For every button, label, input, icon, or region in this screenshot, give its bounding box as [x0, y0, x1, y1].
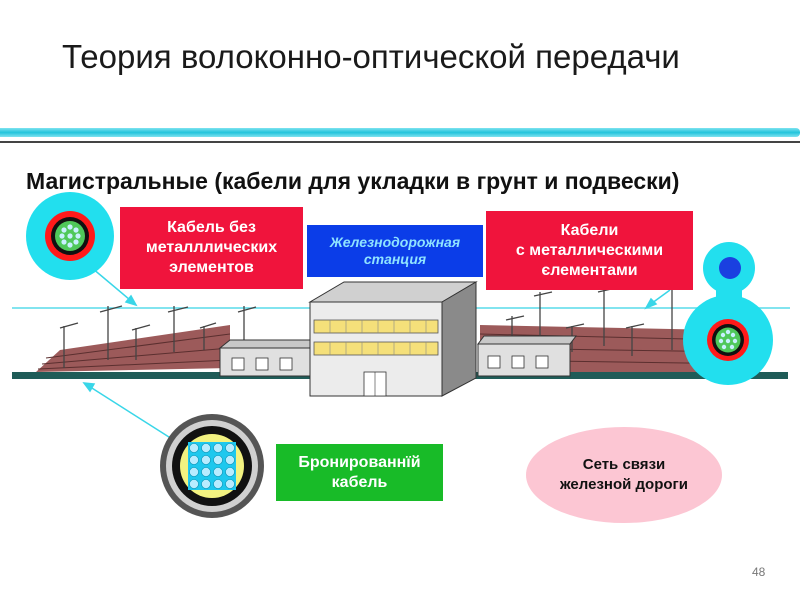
- label-line: Кабель без: [167, 219, 256, 236]
- label-line: Сеть связи: [582, 455, 666, 473]
- label-line: станция: [363, 251, 427, 267]
- label-armored-cable: Бронированнїй кабель: [276, 444, 443, 501]
- page-number: 48: [752, 565, 766, 579]
- station-building: [308, 281, 478, 397]
- label-line: элементов: [169, 259, 254, 276]
- label-line: Железнодорожная: [329, 233, 461, 250]
- label-cable-no-metal: Кабель без металллических элементов: [120, 207, 303, 289]
- label-line: металллических: [145, 239, 278, 256]
- section-subtitle: Магистральные (кабели для укладки в грун…: [26, 168, 680, 194]
- cable-cross-section-no-metal: [26, 192, 114, 280]
- title-divider: [0, 141, 800, 143]
- cable-cross-section-armored: [160, 414, 264, 518]
- station-right-wing: [477, 335, 577, 377]
- label-line: Бронированнїй: [298, 453, 421, 471]
- title-underline: [0, 128, 800, 137]
- label-line: с металлическими: [515, 241, 664, 259]
- label-railway-network: Сеть связи железной дороги: [526, 427, 722, 523]
- label-line: кабель: [331, 473, 388, 491]
- label-railway-station: Железнодорожная станция: [307, 225, 483, 277]
- rail-track-left: [36, 325, 231, 372]
- label-line: железной дороги: [560, 476, 688, 493]
- label-cable-with-metal: Кабели с металлическими єлементами: [486, 211, 693, 290]
- cable-cross-section-figure-eight: [683, 242, 773, 385]
- label-line: Кабели: [560, 221, 619, 239]
- page-title: Теория волоконно-оптической передачи: [62, 38, 680, 75]
- label-line: єлементами: [541, 261, 638, 279]
- station-left-wing: [218, 339, 320, 377]
